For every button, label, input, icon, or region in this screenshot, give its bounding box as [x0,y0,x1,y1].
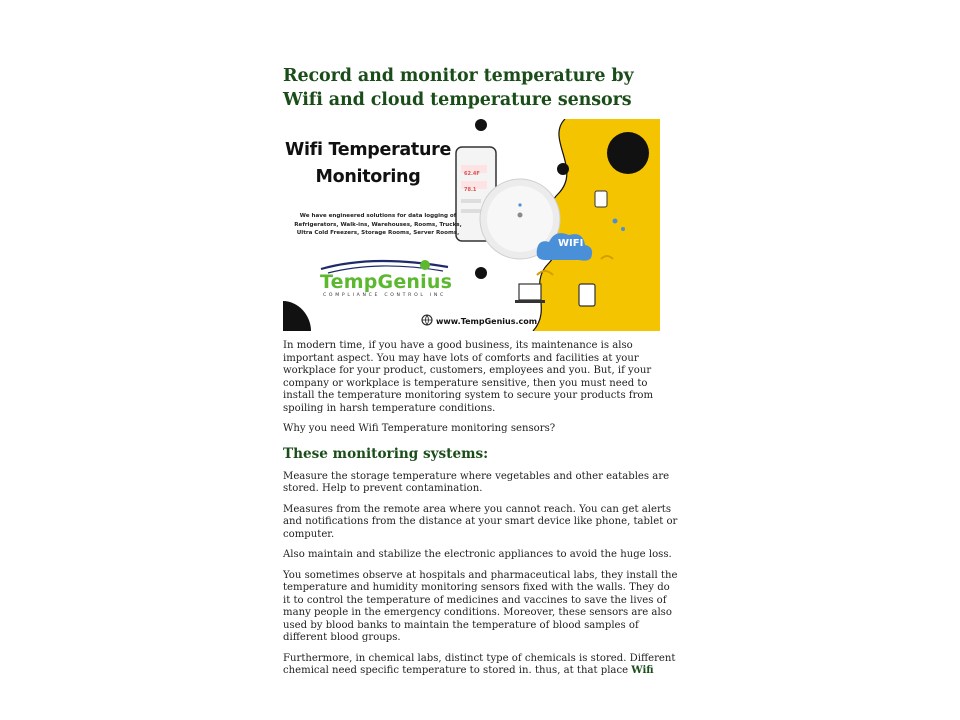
tablet-icon [578,283,596,307]
phone-reading-1: 62.4F [464,171,480,177]
decor-dot-large [607,132,649,174]
small-device-icon [594,190,608,208]
wifi-link[interactable]: Wifi [631,665,654,676]
brand-swoosh [320,259,449,271]
decor-corner [283,301,311,331]
banner-blurb: We have engineered solutions for data lo… [294,213,462,237]
banner-image: Wifi Temperature Monitoring We have engi… [283,119,660,331]
paragraph-question: Why you need Wifi Temperature monitoring… [283,423,556,434]
decor-dot [557,163,569,175]
paragraph-intro: In modern time, if you have a good busin… [283,340,654,414]
decor-dot [475,267,487,279]
brand-logo-text: TempGenius [320,271,453,293]
section-subheading: These monitoring systems: [283,445,489,462]
banner-graphic [283,119,660,331]
brand-tagline: COMPLIANCE CONTROL INC [323,293,446,298]
banner-heading: Wifi Temperature Monitoring [283,137,453,191]
document-page: Record and monitor temperature by Wifi a… [283,64,678,678]
wifi-signal-icon [536,270,554,276]
page-title: Record and monitor temperature by Wifi a… [283,66,634,110]
paragraph-hospitals: You sometimes observe at hospitals and p… [283,569,678,644]
decor-dot [475,119,487,131]
phone-reading-2: 78.1 [464,187,477,193]
wifi-signal-icon [600,255,614,260]
paragraph-storage: Measure the storage temperature where ve… [283,470,670,495]
wifi-cloud-icon [536,233,593,261]
paragraph-remote: Measures from the remote area where you … [283,503,678,540]
banner-heading-line2: Monitoring [315,167,421,187]
banner-heading-line1: Wifi Temperature [284,140,452,160]
paragraph-electronics: Also maintain and stabilize the electron… [283,549,672,560]
water-drop-icon [621,227,625,231]
website-link[interactable]: www.TempGenius.com [436,317,538,326]
paragraph-chemical-labs-text: Furthermore, in chemical labs, distinct … [283,652,676,677]
laptop-icon [518,283,542,301]
paragraph-chemical-labs: Furthermore, in chemical labs, distinct … [283,653,678,678]
water-drop-icon [612,218,618,224]
wifi-cloud-label: WIFI [558,238,584,249]
brand-mark-icon [420,260,430,270]
